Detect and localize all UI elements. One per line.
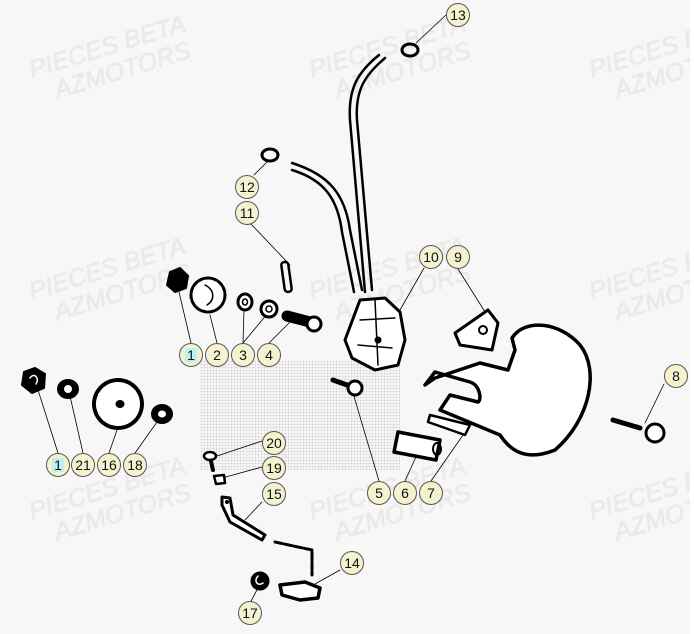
- part-number-label: 14: [344, 555, 360, 571]
- part-callout-21[interactable]: 21: [71, 453, 95, 477]
- part-callout-11[interactable]: 11: [235, 201, 259, 225]
- part-callout-1a[interactable]: 1: [179, 343, 203, 367]
- part-number-label: 11: [239, 205, 255, 221]
- part-callout-13[interactable]: 13: [446, 3, 470, 27]
- part-callout-7[interactable]: 7: [419, 481, 443, 505]
- part-callout-20[interactable]: 20: [262, 431, 286, 455]
- part-number-label: 5: [375, 485, 383, 501]
- part-number-label: 10: [423, 249, 439, 265]
- part-number-label: 16: [101, 457, 117, 473]
- part-callout-9[interactable]: 9: [446, 245, 470, 269]
- part-number-label: 1: [52, 457, 64, 473]
- part-callout-10[interactable]: 10: [419, 245, 443, 269]
- part-number-label: 4: [265, 347, 273, 363]
- part-callout-4[interactable]: 4: [257, 343, 281, 367]
- part-number-label: 15: [266, 486, 282, 502]
- part-callout-16[interactable]: 16: [97, 453, 121, 477]
- part-number-label: 7: [427, 485, 435, 501]
- part-number-label: 20: [266, 435, 282, 451]
- part-number-label: 3: [239, 347, 247, 363]
- part-callout-17[interactable]: 17: [238, 601, 262, 625]
- image-border: [690, 0, 694, 634]
- part-callout-19[interactable]: 19: [262, 456, 286, 480]
- part-callout-1b[interactable]: 1: [46, 453, 70, 477]
- part-number-label: 21: [75, 457, 91, 473]
- part-number-label: 8: [672, 368, 680, 384]
- part-number-label: 18: [127, 457, 143, 473]
- part-number-label: 2: [213, 347, 221, 363]
- center-watermark-logo: [200, 360, 400, 470]
- part-callout-18[interactable]: 18: [123, 453, 147, 477]
- part-number-label: 1: [185, 347, 197, 363]
- part-number-label: 19: [266, 460, 282, 476]
- part-number-label: 9: [454, 249, 462, 265]
- part-callout-3[interactable]: 3: [231, 343, 255, 367]
- part-number-label: 6: [401, 485, 409, 501]
- part-callout-2[interactable]: 2: [205, 343, 229, 367]
- part-callout-14[interactable]: 14: [340, 551, 364, 575]
- part-callout-5[interactable]: 5: [367, 481, 391, 505]
- part-callout-8[interactable]: 8: [664, 364, 688, 388]
- part-number-label: 12: [239, 179, 255, 195]
- part-number-label: 17: [242, 605, 258, 621]
- part-callout-6[interactable]: 6: [393, 481, 417, 505]
- part-callout-12[interactable]: 12: [235, 175, 259, 199]
- part-number-label: 13: [450, 7, 466, 23]
- part-callout-15[interactable]: 15: [262, 482, 286, 506]
